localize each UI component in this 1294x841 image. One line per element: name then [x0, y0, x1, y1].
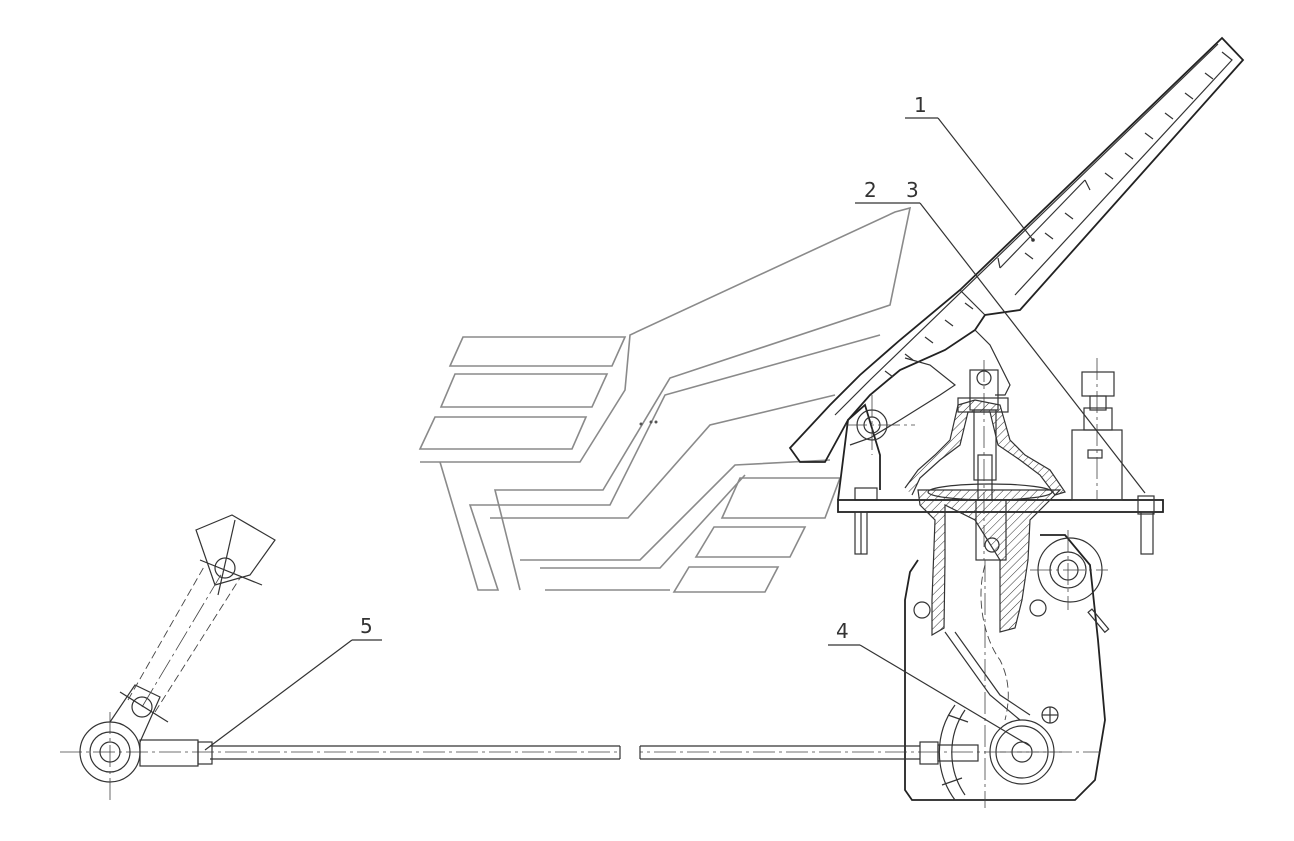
control-cable — [60, 739, 1100, 767]
callout-3: 3 — [906, 178, 919, 202]
callout-1: 1 — [914, 93, 927, 117]
adjusting-screw — [1071, 358, 1123, 501]
callout-5: 5 — [360, 614, 373, 638]
lower-lever — [938, 704, 1065, 801]
watermark-logo — [418, 206, 912, 593]
spring-housing — [917, 483, 1062, 637]
callout-2: 2 — [864, 178, 877, 202]
pedal-lever — [788, 36, 1245, 463]
pedal-surface-hatching — [884, 72, 1214, 378]
callout-4: 4 — [836, 619, 849, 643]
pedal-pivot-bracket — [837, 395, 915, 501]
rubber-boot — [904, 397, 1066, 496]
lower-casing — [904, 530, 1110, 808]
leader-lines — [204, 117, 1146, 751]
left-linkage — [79, 514, 276, 800]
